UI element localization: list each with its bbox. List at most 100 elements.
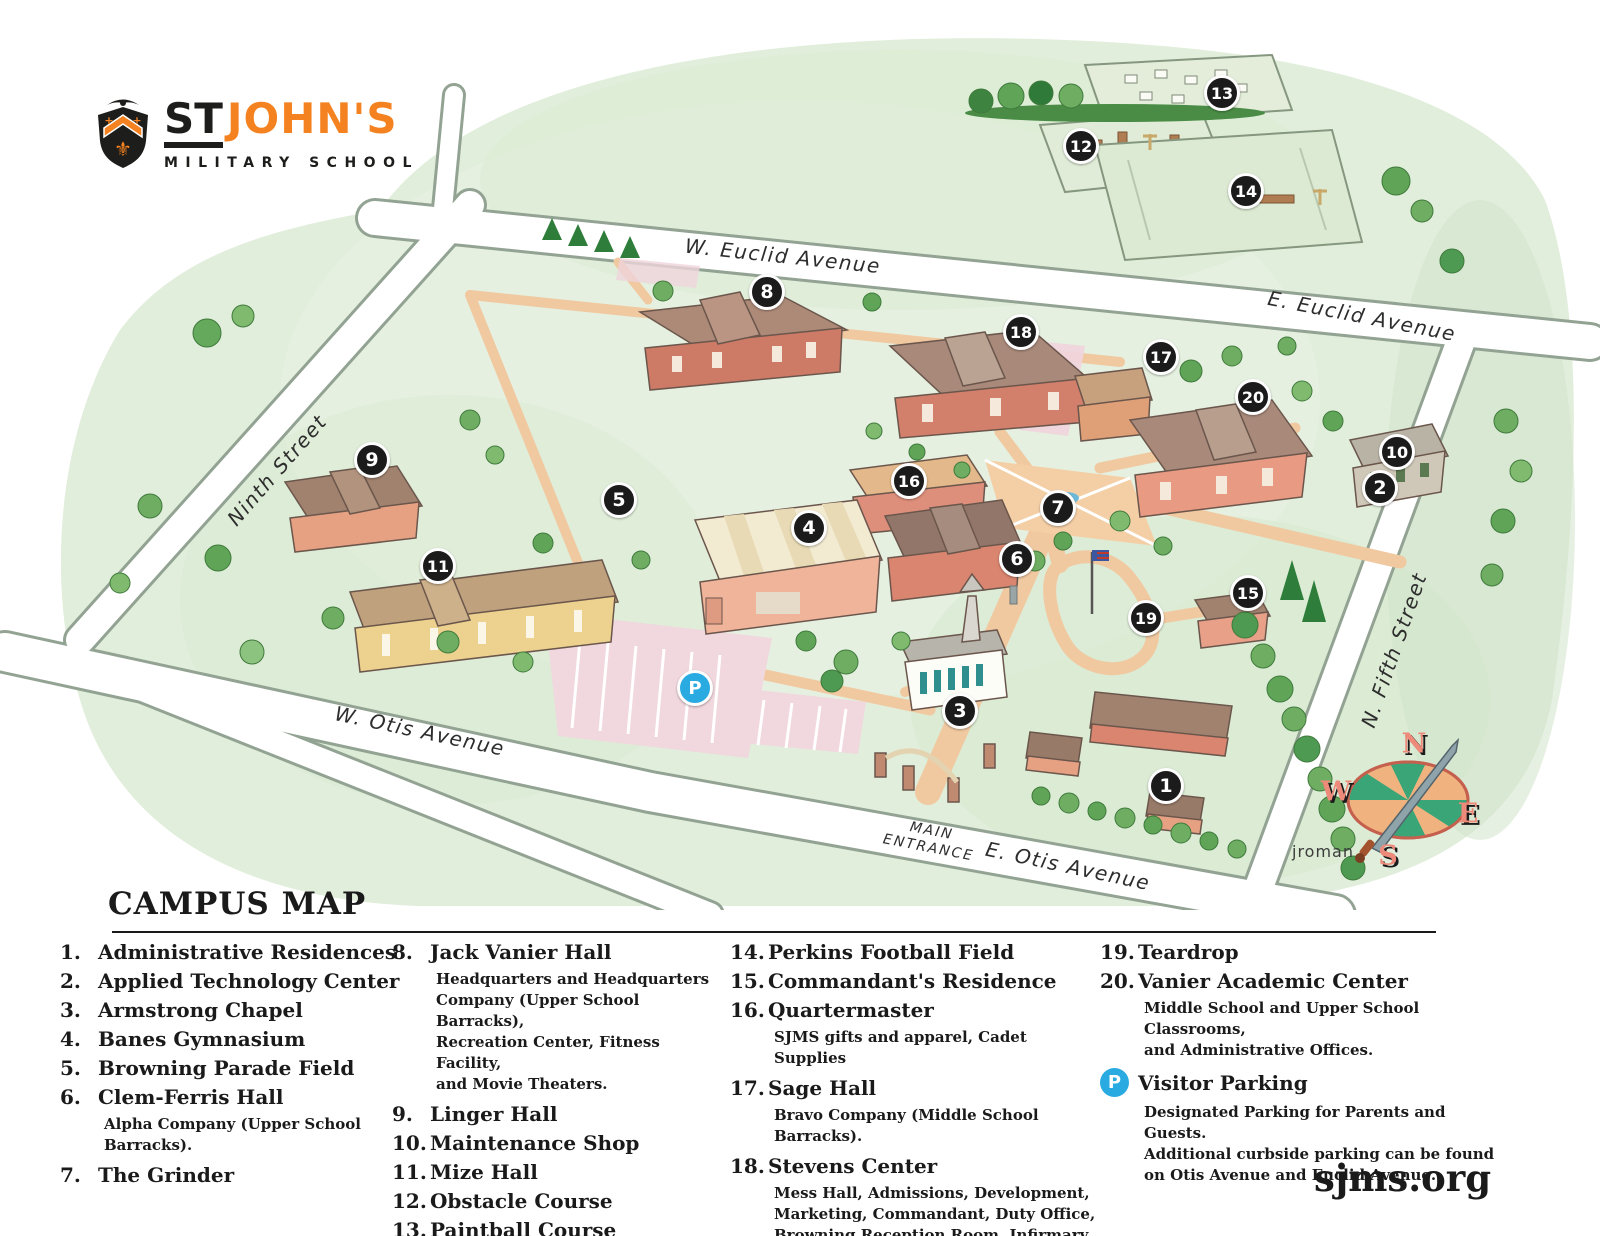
- logo-johns-text: JOHN'S: [226, 94, 398, 143]
- map-marker-7: 7: [1040, 490, 1076, 526]
- map-marker-18: 18: [1003, 314, 1039, 350]
- illustrator-signature: jroman: [1292, 842, 1354, 861]
- legend-item: 10.Maintenance Shop: [392, 1131, 726, 1155]
- legend-item-description: Mess Hall, Admissions, Development,Marke…: [774, 1184, 1096, 1236]
- map-marker-16: 16: [891, 463, 927, 499]
- legend-item: 2. Applied Technology Center: [60, 969, 399, 993]
- map-marker-19: 19: [1128, 600, 1164, 636]
- legend-item-name: Commandant's Residence: [768, 969, 1057, 993]
- map-marker-13: 13: [1204, 75, 1240, 111]
- school-crest-icon: ⚜ + +: [98, 99, 148, 168]
- legend-item-number: 11.: [392, 1160, 427, 1184]
- legend-item: 19.Teardrop: [1100, 940, 1510, 964]
- map-marker-9: 9: [354, 442, 390, 478]
- legend-item: 5.Browning Parade Field: [60, 1056, 388, 1080]
- legend-item: 1.Administrative Residences: [60, 940, 396, 964]
- building-vanier-academic-center: [1128, 399, 1314, 518]
- campus-map-illustration: [0, 38, 1600, 910]
- legend-item-name: Visitor Parking: [1138, 1070, 1308, 1095]
- legend-item-name: Quartermaster: [768, 998, 934, 1022]
- compass-east-label: E: [1457, 798, 1479, 830]
- legend-item-number: 13.: [392, 1218, 427, 1236]
- legend-item-name: Linger Hall: [430, 1102, 558, 1126]
- legend-item: 17.Sage Hall: [730, 1076, 1100, 1100]
- legend-item-number: 12.: [392, 1189, 427, 1213]
- legend-item-name: Sage Hall: [768, 1076, 877, 1100]
- legend-item-number: 16.: [730, 998, 765, 1022]
- legend-item-number: 18.: [730, 1154, 765, 1178]
- legend-item: 16.Quartermaster: [730, 998, 1100, 1022]
- building-stevens-center: [888, 329, 1094, 439]
- legend-item-name: Maintenance Shop: [430, 1131, 640, 1155]
- website-link[interactable]: sjms.org: [1314, 1156, 1492, 1200]
- legend-item-name: Stevens Center: [768, 1154, 938, 1178]
- legend-item-number: 17.: [730, 1076, 765, 1100]
- legend-item-number: 5.: [60, 1056, 81, 1080]
- legend-item-name: Clem-Ferris Hall: [98, 1085, 284, 1109]
- logo-subtitle: MILITARY SCHOOL: [164, 155, 419, 171]
- legend-item-number: 3.: [60, 998, 81, 1022]
- legend-item-name: Vanier Academic Center: [1138, 969, 1408, 993]
- flagpole: [1090, 550, 1109, 614]
- legend-item: 12.Obstacle Course: [392, 1189, 726, 1213]
- legend-item-name: Mize Hall: [430, 1160, 538, 1184]
- legend-item-number: 20.: [1100, 969, 1135, 993]
- map-marker-6: 6: [999, 541, 1035, 577]
- logo-st-text: ST: [164, 98, 223, 148]
- legend-item: 6. Clem-Ferris Hall: [60, 1085, 388, 1109]
- legend-item-number: 8.: [392, 940, 413, 964]
- legend-item-number: 7.: [60, 1163, 81, 1187]
- compass-west-label: W: [1320, 776, 1352, 808]
- building-linger-hall: [283, 465, 424, 553]
- legend-item-description: Middle School and Upper School Classroom…: [1144, 999, 1420, 1059]
- map-marker-11: 11: [420, 548, 456, 584]
- legend-item-name: Teardrop: [1138, 940, 1239, 964]
- legend-item-number: 2.: [60, 969, 81, 993]
- legend-item: 20.Vanier Academic Center: [1100, 969, 1510, 993]
- svg-text:⚜: ⚜: [114, 137, 132, 161]
- building-banes-gymnasium: [693, 499, 884, 635]
- legend-item: 7.The Grinder: [60, 1163, 388, 1187]
- legend-item-number: 19.: [1100, 940, 1135, 964]
- legend-item: 15.Commandant's Residence: [730, 969, 1100, 993]
- legend-item: 18.Stevens Center: [730, 1154, 1100, 1178]
- legend-item-number: 6.: [60, 1085, 81, 1109]
- legend-item-name: Paintball Course: [430, 1218, 617, 1236]
- building-jack-vanier-hall: [637, 291, 850, 391]
- legend-item: 8. Jack Vanier Hall: [392, 940, 726, 964]
- map-marker-2: 2: [1362, 470, 1398, 506]
- legend-item-number: 15.: [730, 969, 765, 993]
- legend-item-number: 9.: [392, 1102, 413, 1126]
- visitor-parking-icon: P: [1100, 1068, 1129, 1097]
- legend-item: 13.Paintball Course: [392, 1218, 726, 1236]
- map-marker-8: 8: [749, 274, 785, 310]
- map-marker-12: 12: [1063, 128, 1099, 164]
- svg-text:+: +: [132, 114, 141, 127]
- school-logo: ⚜ + + ST JOHN'S MILITARY SCHOOL: [92, 98, 419, 171]
- map-marker-1: 1: [1148, 768, 1184, 804]
- map-marker-17: 17: [1143, 339, 1179, 375]
- compass-north-label: N: [1401, 728, 1427, 760]
- legend-item-name: Obstacle Course: [430, 1189, 613, 1213]
- legend-item-name: Armstrong Chapel: [98, 998, 303, 1022]
- legend-item-name: Jack Vanier Hall: [430, 940, 612, 964]
- map-marker-15: 15: [1230, 575, 1266, 611]
- building-armstrong-chapel: [898, 572, 1009, 711]
- legend-column-1: 1.Administrative Residences 2. Applied Tec…: [60, 940, 399, 1192]
- main-entrance-gate: [874, 743, 996, 803]
- compass-rose-icon: [1346, 737, 1470, 863]
- legend-item-name: Perkins Football Field: [768, 940, 1015, 964]
- visitor-parking-map-marker: P: [677, 670, 713, 706]
- map-marker-14: 14: [1228, 173, 1264, 209]
- legend-item-name: Applied Technology Center: [98, 969, 400, 993]
- legend-item-description: Designated Parking for Parents and Guest…: [1144, 1103, 1495, 1184]
- legend-item: P Visitor Parking: [1100, 1068, 1510, 1097]
- legend-divider-line: [112, 931, 1436, 933]
- legend-item-number: 10.: [392, 1131, 427, 1155]
- legend-item: 11.Mize Hall: [392, 1160, 726, 1184]
